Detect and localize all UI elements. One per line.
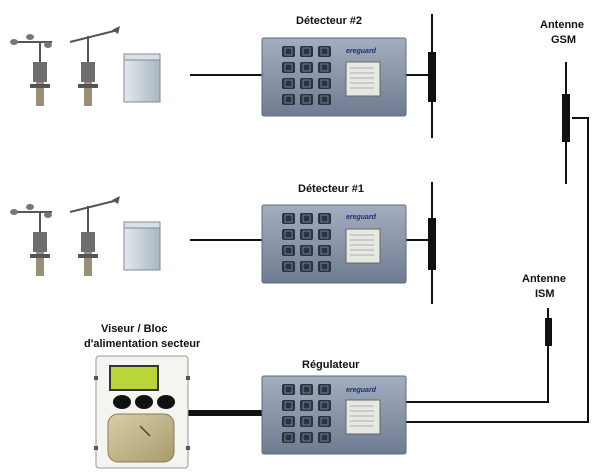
label-antenna-ism-line2: ISM [535, 288, 555, 300]
panel-display [345, 228, 381, 264]
antenna-mast-1 [428, 182, 436, 304]
anemometer-icon [10, 34, 52, 106]
sensor-group-2 [10, 26, 161, 106]
brand-label-regulator: ereguard [346, 387, 376, 394]
label-viewer-line2: d'alimentation secteur [84, 338, 201, 350]
antenna-icon [545, 308, 552, 362]
viewer-button-3 [157, 395, 175, 409]
label-detector2: Détecteur #2 [296, 15, 363, 27]
label-viewer-line1: Viseur / Bloc [101, 323, 168, 335]
label-antenna-gsm-line2: GSM [551, 34, 577, 46]
anemometer-icon [10, 204, 52, 276]
wires [188, 74, 589, 423]
keypad-panel-icon [261, 375, 407, 455]
label-antenna-ism-line1: Antenne [522, 273, 566, 285]
lcd-screen [109, 365, 159, 391]
keypad-panel-icon [261, 37, 407, 117]
label-regulator: Régulateur [302, 359, 360, 371]
sensor-box-icon [123, 221, 161, 271]
wire-regulator-ism [406, 345, 549, 403]
viewer-button-2 [135, 395, 153, 409]
sensor-box-icon [123, 53, 161, 103]
viewer-button-1 [113, 395, 131, 409]
keypad-panel-icon [261, 204, 407, 284]
wire-regulator-gsm [406, 117, 589, 423]
label-detector1: Détecteur #1 [298, 183, 365, 195]
panel-display [345, 399, 381, 435]
power-unit-icon [94, 355, 190, 469]
wind-vane-icon [69, 26, 120, 106]
brand-label-detector1: ereguard [346, 214, 376, 221]
sensor-group-1 [10, 196, 161, 276]
antenna-icon [562, 62, 570, 184]
label-antenna-gsm-line1: Antenne [540, 19, 584, 31]
brand-label-detector2: ereguard [346, 48, 376, 55]
panel-display [345, 61, 381, 97]
antenna-mast-2 [428, 14, 436, 138]
wind-vane-icon [69, 196, 120, 276]
